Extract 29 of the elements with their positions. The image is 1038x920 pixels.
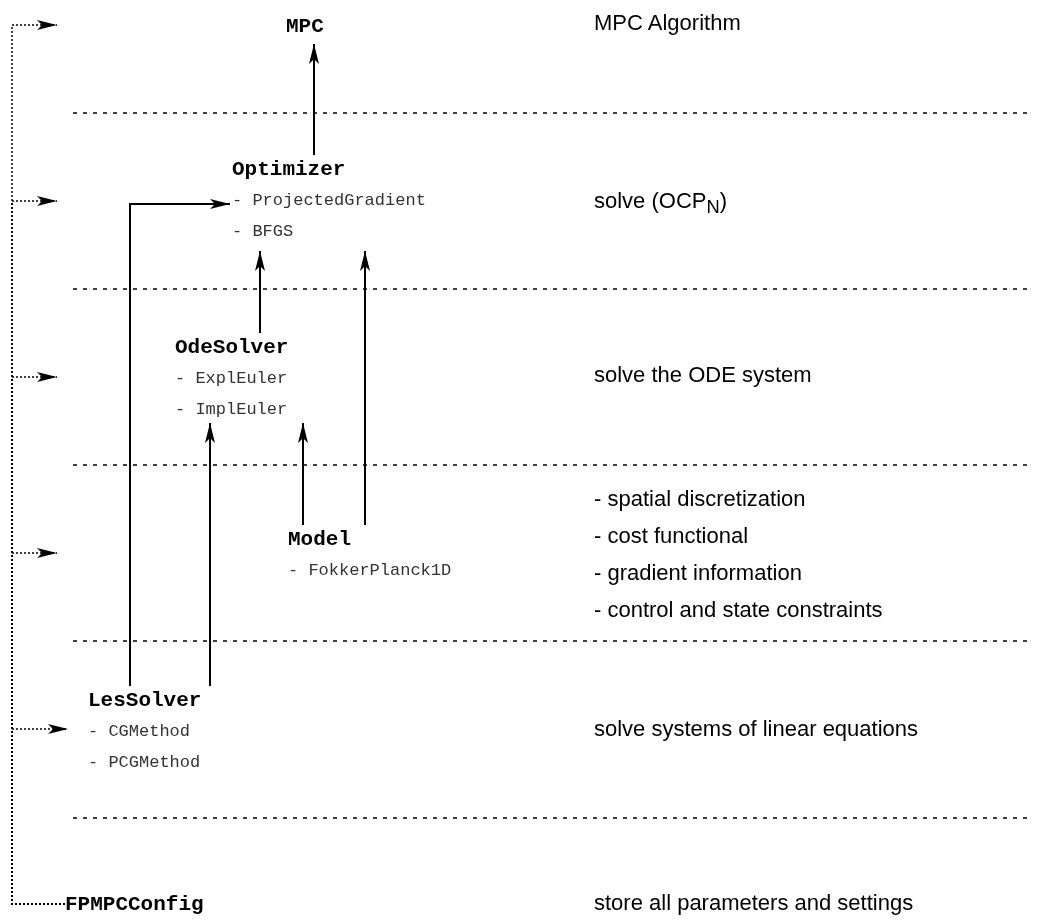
arrow: [129, 199, 231, 687]
class-name: MPC: [286, 14, 325, 40]
arrow: [309, 43, 319, 156]
arrow: [360, 250, 370, 526]
subclass-item: - ProjectedGradient: [232, 190, 427, 212]
subclass-item: - ImplEuler: [175, 399, 289, 421]
class-name: LesSolver: [88, 688, 203, 714]
class-name: Optimizer: [232, 157, 347, 183]
arrow: [255, 250, 265, 334]
subclass-item: - FokkerPlanck1D: [288, 560, 453, 582]
layer-description: - spatial discretization: [594, 486, 806, 512]
class-name: FPMPCConfig: [65, 892, 205, 918]
class-name: OdeSolver: [175, 335, 290, 361]
layer-description: - cost functional: [594, 523, 749, 549]
subclass-item: - BFGS: [232, 221, 295, 243]
subclass-item: - CGMethod: [88, 721, 192, 743]
arrow: [298, 422, 308, 526]
layer-description: - control and state constraints: [594, 597, 883, 623]
subclass-item: - PCGMethod: [88, 752, 202, 774]
layer-description: solve the ODE system: [594, 362, 812, 388]
arrow: [205, 422, 215, 687]
layer-description: solve (OCP$_{N}$): [594, 188, 728, 220]
layer-description: - gradient information: [594, 560, 802, 586]
dotted-arrow: [11, 724, 69, 905]
layer-description: solve systems of linear equations: [594, 716, 919, 742]
class-name: Model: [288, 527, 352, 553]
layer-description: store all parameters and settings: [594, 890, 914, 916]
subclass-item: - ExplEuler: [175, 368, 289, 390]
layer-description: MPC Algorithm: [594, 10, 741, 36]
